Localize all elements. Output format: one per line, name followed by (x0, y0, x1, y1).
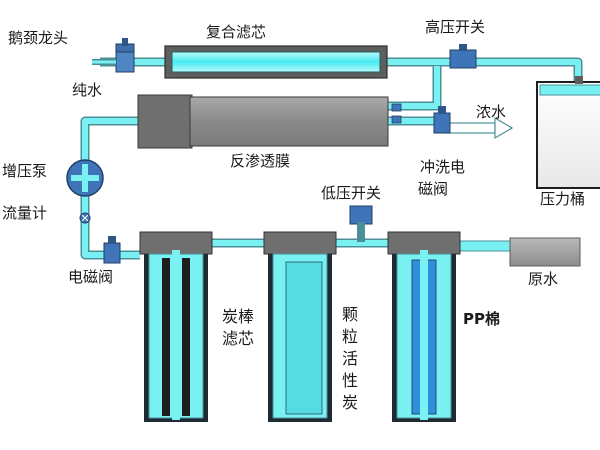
flow-meter-label: 流量计 (2, 204, 48, 222)
booster-pump (66, 159, 104, 197)
flush-valve-label-line2: 磁阀 (418, 180, 449, 198)
pp-cotton-filter-housing (387, 231, 461, 422)
flush-solenoid-valve (433, 106, 451, 134)
booster-pump-label: 增压泵 (2, 162, 48, 180)
inlet-solenoid-valve (103, 236, 121, 264)
granular-carbon-filter-housing (263, 231, 337, 422)
waste-water-outlet (444, 116, 514, 140)
granular-carbon-label: 颗粒活性炭 (341, 305, 358, 412)
pressure-tank-label: 压力桶 (540, 190, 586, 208)
high-pressure-switch-label: 高压开关 (425, 18, 486, 36)
pp-cotton-label: PP棉 (463, 310, 500, 328)
solenoid-valve-label: 电磁阀 (68, 268, 114, 286)
ro-membrane-label: 反渗透膜 (230, 152, 291, 170)
composite-filter (164, 45, 388, 79)
flow-meter (79, 212, 91, 224)
gooseneck-faucet-label: 鹅颈龙头 (8, 29, 69, 47)
low-pressure-switch-label: 低压开关 (321, 184, 382, 202)
high-pressure-switch (449, 44, 477, 69)
raw-water-inlet (443, 237, 581, 267)
raw-water-label: 原水 (528, 270, 559, 288)
pipes (80, 57, 583, 260)
pressure-tank (536, 76, 600, 189)
low-pressure-switch (349, 205, 373, 242)
carbon-rod-filter-label: 炭棒滤芯 (221, 307, 254, 348)
pure-water-label: 纯水 (72, 81, 103, 99)
carbon-rod-filter-housing (139, 231, 213, 422)
composite-filter-label: 复合滤芯 (206, 23, 267, 41)
ro-membrane (137, 94, 402, 149)
gooseneck-faucet (92, 38, 135, 73)
flush-valve-label-line1: 冲洗电 (420, 158, 466, 176)
waste-water-label: 浓水 (476, 103, 507, 121)
